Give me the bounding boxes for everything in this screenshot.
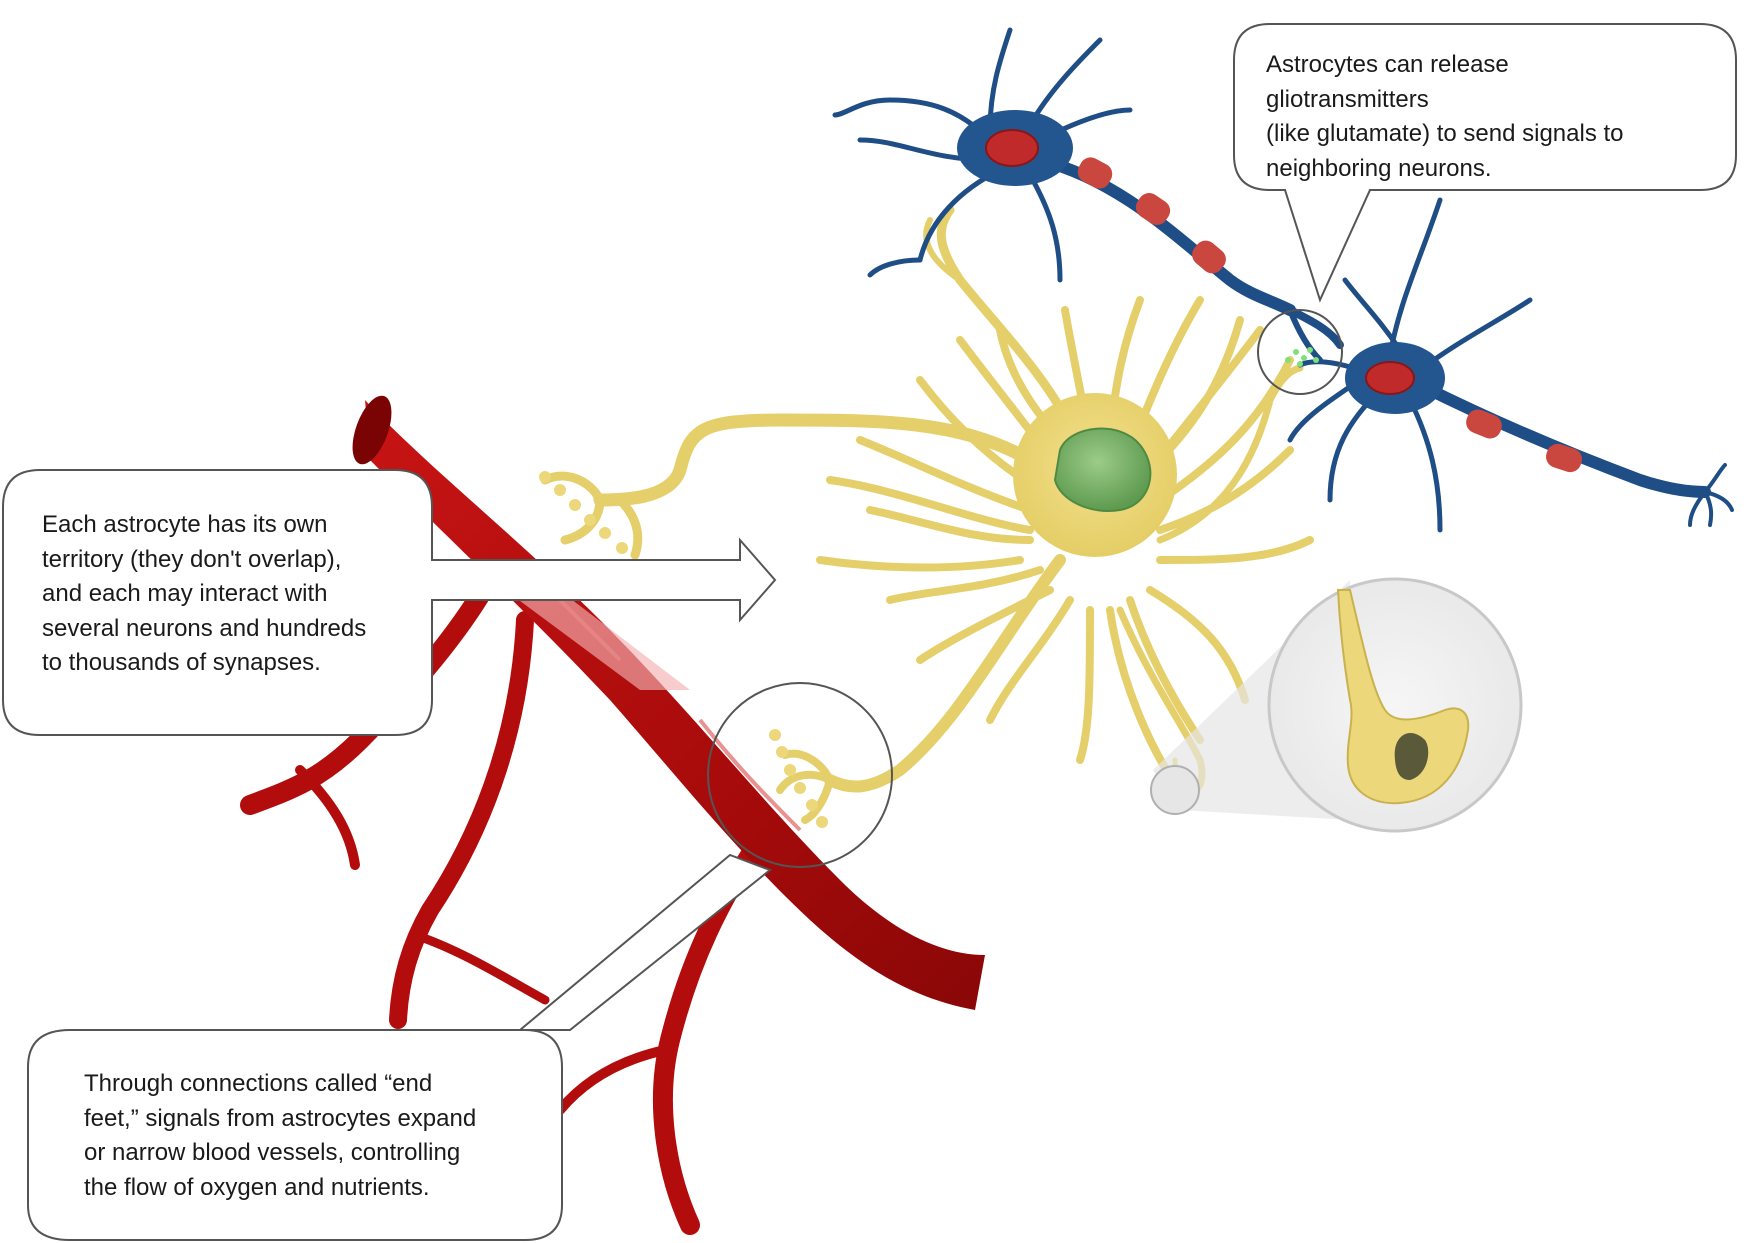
callout-line: feet,” signals from astrocytes expand (84, 1104, 477, 1132)
vessel-trunk (365, 400, 985, 1010)
vessel-branch-lower-twig (555, 1045, 670, 1115)
magnified-end-foot-cavity (1394, 732, 1429, 780)
vessel-branch-left-twig-b (410, 930, 550, 1005)
astro-process-to-vessel-upper (593, 413, 1037, 507)
callout-line: Through connections called “end (84, 1070, 433, 1097)
callout-endfeet-text: Through connections called “end feet,” s… (84, 1067, 524, 1205)
neuron-upper-nucleus (985, 129, 1039, 167)
neuron-right (1287, 197, 1734, 533)
callout-endfeet-bubble (27, 853, 772, 1241)
myelin-sheaths-right (1466, 409, 1582, 473)
callout-line: neighboring neurons. (1266, 154, 1492, 182)
callout-line: (like glutamate) to send signals to (1266, 120, 1624, 147)
magnifier-source-circle (1150, 765, 1200, 815)
gliotransmitter-dots (1285, 347, 1319, 367)
neuron-right-nucleus (1365, 361, 1415, 395)
callout-line: Each astrocyte has its own (42, 511, 328, 538)
synapse-zone (1257, 306, 1344, 395)
callout-bubbles (1, 23, 1737, 1241)
magnified-end-foot (1336, 589, 1470, 805)
astrocyte-nucleus (1053, 427, 1152, 512)
callout-territory-bubble (1, 469, 777, 736)
callout-line: territory (they don't overlap), (42, 545, 342, 573)
callout-gliotransmitters-text: Astrocytes can release gliotransmitters … (1266, 48, 1666, 186)
callout-line: several neurons and hundreds (42, 614, 367, 642)
callout-line: the flow of oxygen and nutrients. (84, 1173, 430, 1201)
end-feet (539, 471, 828, 828)
callout-line: Astrocytes can release gliotransmitters (1266, 51, 1509, 113)
synapse-highlight-circle (1257, 309, 1343, 395)
magnifier-lens (1267, 577, 1523, 833)
vessel-branch-left-mid (389, 611, 534, 1029)
callout-gliotransmitters-bubble (1233, 23, 1737, 303)
myelin-sheaths-upper (1077, 157, 1226, 274)
vessel-opening (352, 395, 392, 465)
callout-line: to thousands of synapses. (42, 649, 321, 676)
callout-line: or narrow blood vessels, controlling (84, 1139, 461, 1166)
callout-line: and each may interact with (42, 580, 328, 607)
vessel-branch-left-twig-a (295, 765, 360, 870)
astro-process-to-vessel-lower (824, 554, 1066, 793)
end-foot-magnifier (1150, 577, 1523, 833)
neuron-right-axon (1414, 379, 1711, 498)
callout-territory-text: Each astrocyte has its own territory (th… (42, 508, 422, 681)
end-feet-highlight-circle (707, 682, 893, 868)
